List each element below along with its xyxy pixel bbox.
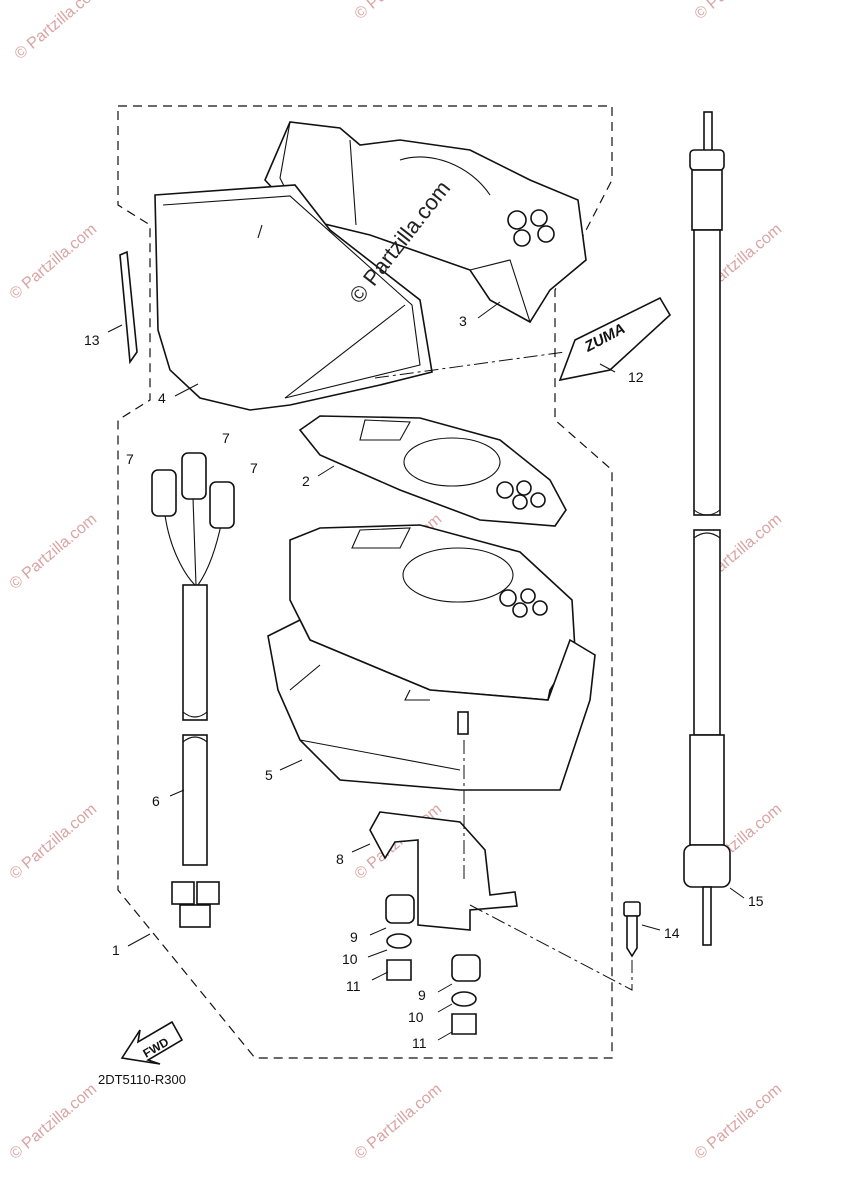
callout-12: 12 <box>628 369 644 385</box>
fwd-arrow: FWD <box>120 1020 184 1065</box>
watermark: © Partzilla.com <box>7 511 101 593</box>
part-5-meter-assembly <box>267 524 596 791</box>
part-6-wire-harness <box>164 497 223 928</box>
callout-13: 13 <box>84 332 100 348</box>
watermark: © Partzilla.com <box>7 1081 101 1163</box>
part-12-decal: ZUMA <box>558 296 672 382</box>
watermark: © Partzilla.com <box>692 1081 786 1163</box>
callout-15: 15 <box>748 893 764 909</box>
part-4-front-cover <box>154 184 433 411</box>
callout-3: 3 <box>459 313 467 329</box>
callout-10b: 10 <box>408 1009 424 1025</box>
assembly-boundary <box>117 105 613 1059</box>
watermark: © Partzilla.com <box>352 0 446 23</box>
callout-9b: 9 <box>418 987 426 1003</box>
part-7-bulbs <box>151 452 235 529</box>
callout-labels: 1 2 3 4 5 6 7 7 7 8 9 10 11 9 10 11 12 1… <box>84 313 764 1051</box>
watermark: © Partzilla.com <box>352 1081 446 1163</box>
leader-lines <box>107 301 745 1041</box>
fastener-stack-right <box>451 954 481 1035</box>
callout-6: 6 <box>152 793 160 809</box>
reference-code: 2DT5110-R300 <box>98 1072 186 1087</box>
watermark: © Partzilla.com <box>7 801 101 883</box>
callout-2: 2 <box>302 473 310 489</box>
watermark: © Partzilla.com <box>7 221 101 303</box>
fastener-stack-left <box>385 894 415 981</box>
callout-7c: 7 <box>250 460 258 476</box>
callout-11a: 11 <box>346 978 361 994</box>
callout-9a: 9 <box>350 929 358 945</box>
part-3-upper-cover <box>264 121 587 324</box>
bolt-chain-line <box>469 904 633 991</box>
callout-8: 8 <box>336 851 344 867</box>
callout-10a: 10 <box>342 951 358 967</box>
watermark: © Partzilla.com <box>12 0 106 63</box>
callout-7b: 7 <box>222 430 230 446</box>
watermark: © Partzilla.com <box>692 0 786 23</box>
callout-11b: 11 <box>412 1035 427 1051</box>
decal-chain-line <box>374 351 566 379</box>
part-14-bolt <box>623 901 641 958</box>
callout-7a: 7 <box>126 451 134 467</box>
part-2-lens-panel <box>298 415 567 527</box>
callout-1: 1 <box>112 942 120 958</box>
callout-4: 4 <box>158 390 166 406</box>
callout-5: 5 <box>265 767 273 783</box>
part-13-trim-strip <box>119 250 138 365</box>
part-15-speedometer-cable <box>683 111 731 946</box>
callout-14: 14 <box>664 925 680 941</box>
